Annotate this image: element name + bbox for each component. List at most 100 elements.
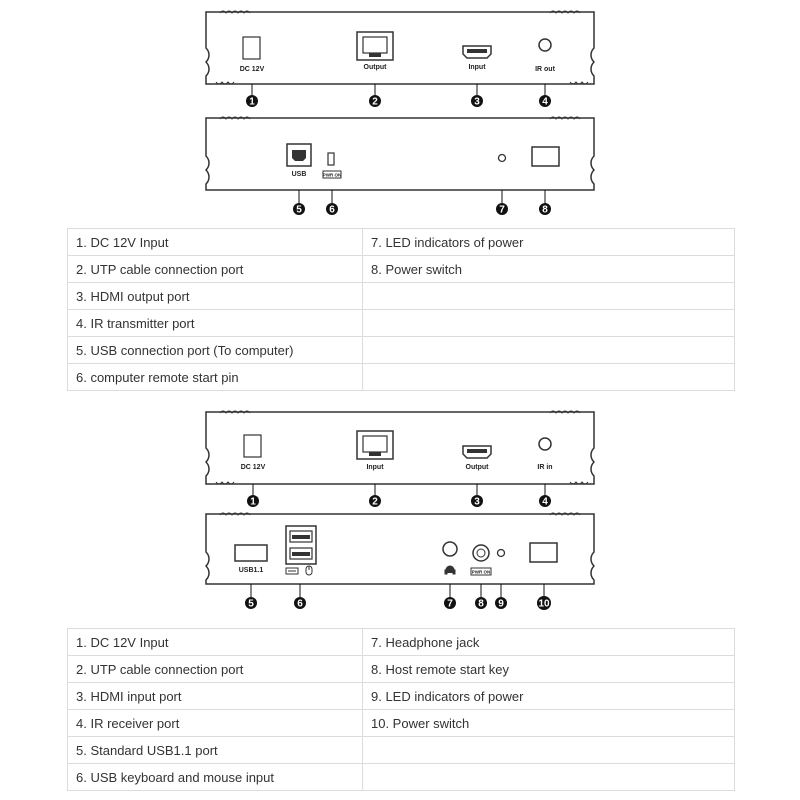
callout-1: 1 (246, 95, 258, 108)
table-cell: 5. Standard USB1.1 port (67, 736, 363, 764)
transmitter-back-panel: USB PWR ON (204, 116, 596, 191)
callout-5: 5 (245, 597, 257, 610)
svg-text:4: 4 (542, 97, 548, 108)
power-switch-icon (531, 146, 560, 167)
input-label: Input (468, 64, 486, 71)
table-cell (362, 282, 735, 310)
table-cell: 8. Host remote start key (362, 655, 735, 683)
svg-text:6: 6 (329, 205, 335, 216)
callout-4: 4 (539, 95, 551, 108)
table-row: 5. USB connection port (To computer) (67, 336, 735, 364)
callout-9: 9 (495, 597, 507, 610)
table-cell (362, 336, 735, 364)
table-row: 6. computer remote start pin (67, 363, 735, 391)
table-cell: 10. Power switch (362, 709, 735, 737)
callout-6: 6 (294, 597, 306, 610)
table-cell: 7. Headphone jack (362, 628, 735, 656)
table-cell: 6. computer remote start pin (67, 363, 363, 391)
transmitter-front-panel: DC 12V Output Input IR out (204, 10, 596, 85)
table-cell: 2. UTP cable connection port (67, 655, 363, 683)
pwr-on-label: PWR ON (323, 173, 342, 178)
power-switch-icon (529, 542, 558, 563)
svg-text:5: 5 (296, 205, 302, 216)
callout-2: 2 (369, 495, 381, 508)
svg-text:6: 6 (297, 599, 303, 610)
table-row: 6. USB keyboard and mouse input (67, 763, 735, 791)
receiver-diagram: DC 12V Input Output IR in 1 2 3 4 USB1.1 (0, 400, 800, 622)
callout-5: 5 (293, 203, 305, 216)
table-cell: 1. DC 12V Input (67, 628, 363, 656)
hdmi-port-icon (462, 445, 492, 459)
table-row: 3. HDMI output port (67, 282, 735, 310)
dc-12v-label: DC 12V (241, 464, 266, 471)
mouse-icon (305, 565, 313, 576)
table-cell (362, 736, 735, 764)
callout-8: 8 (539, 203, 551, 216)
led-icon (497, 153, 507, 163)
table-cell: 3. HDMI output port (67, 282, 363, 310)
table-cell: 4. IR transmitter port (67, 309, 363, 337)
dc-12v-port-icon (242, 36, 261, 60)
svg-text:8: 8 (478, 599, 484, 610)
callout-3: 3 (471, 95, 483, 108)
table-cell (362, 363, 735, 391)
svg-text:5: 5 (248, 599, 254, 610)
usb-keyboard-mouse-port-icon (285, 525, 317, 565)
svg-text:2: 2 (372, 97, 378, 108)
table-cell: 6. USB keyboard and mouse input (67, 763, 363, 791)
svg-text:1: 1 (250, 497, 256, 508)
table-cell (362, 309, 735, 337)
usb-label: USB (292, 171, 307, 178)
table-cell: 5. USB connection port (To computer) (67, 336, 363, 364)
svg-text:9: 9 (498, 599, 504, 610)
svg-text:1: 1 (249, 97, 255, 108)
callout-4: 4 (539, 495, 551, 508)
table-cell: 4. IR receiver port (67, 709, 363, 737)
svg-text:7: 7 (499, 205, 505, 216)
table-row: 5. Standard USB1.1 port (67, 736, 735, 764)
power-pin-icon (327, 152, 335, 166)
receiver-front-panel: DC 12V Input Output IR in (204, 410, 596, 485)
table-cell: 1. DC 12V Input (67, 228, 363, 256)
table-cell: 3. HDMI input port (67, 682, 363, 710)
transmitter-diagram: DC 12V Output Input IR out 1 2 3 4 (0, 0, 800, 222)
pwr-on-label: PWR ON (472, 570, 491, 575)
callout-6: 6 (326, 203, 338, 216)
ir-out-label: IR out (535, 66, 555, 73)
svg-text:7: 7 (447, 599, 453, 610)
usb-b-port-icon (286, 143, 312, 167)
headphone-jack-icon (442, 541, 458, 557)
svg-text:3: 3 (474, 97, 480, 108)
svg-text:8: 8 (542, 205, 548, 216)
usb-port-icon (234, 544, 268, 562)
hdmi-port-icon (462, 45, 492, 59)
table-cell: 2. UTP cable connection port (67, 255, 363, 283)
usb11-label: USB1.1 (239, 567, 264, 574)
callout-7: 7 (496, 203, 508, 216)
callout-2: 2 (369, 95, 381, 108)
callout-1: 1 (247, 495, 259, 508)
output-label: Output (364, 64, 388, 71)
rj45-port-icon (356, 430, 394, 460)
dc-12v-port-icon (243, 434, 262, 458)
callout-3: 3 (471, 495, 483, 508)
receiver-back-panel: USB1.1 PWR ON (204, 512, 596, 585)
svg-text:4: 4 (542, 497, 548, 508)
headphone-icon (444, 565, 456, 575)
callout-7: 7 (444, 597, 456, 610)
table-cell: 8. Power switch (362, 255, 735, 283)
svg-text:2: 2 (372, 497, 378, 508)
table-cell: 7. LED indicators of power (362, 228, 735, 256)
table-cell: 9. LED indicators of power (362, 682, 735, 710)
pwr-on-badge (470, 567, 492, 576)
ir-jack-icon (538, 38, 552, 52)
ir-in-label: IR in (537, 464, 552, 471)
keyboard-icon (285, 567, 299, 575)
callout-8: 8 (475, 597, 487, 610)
